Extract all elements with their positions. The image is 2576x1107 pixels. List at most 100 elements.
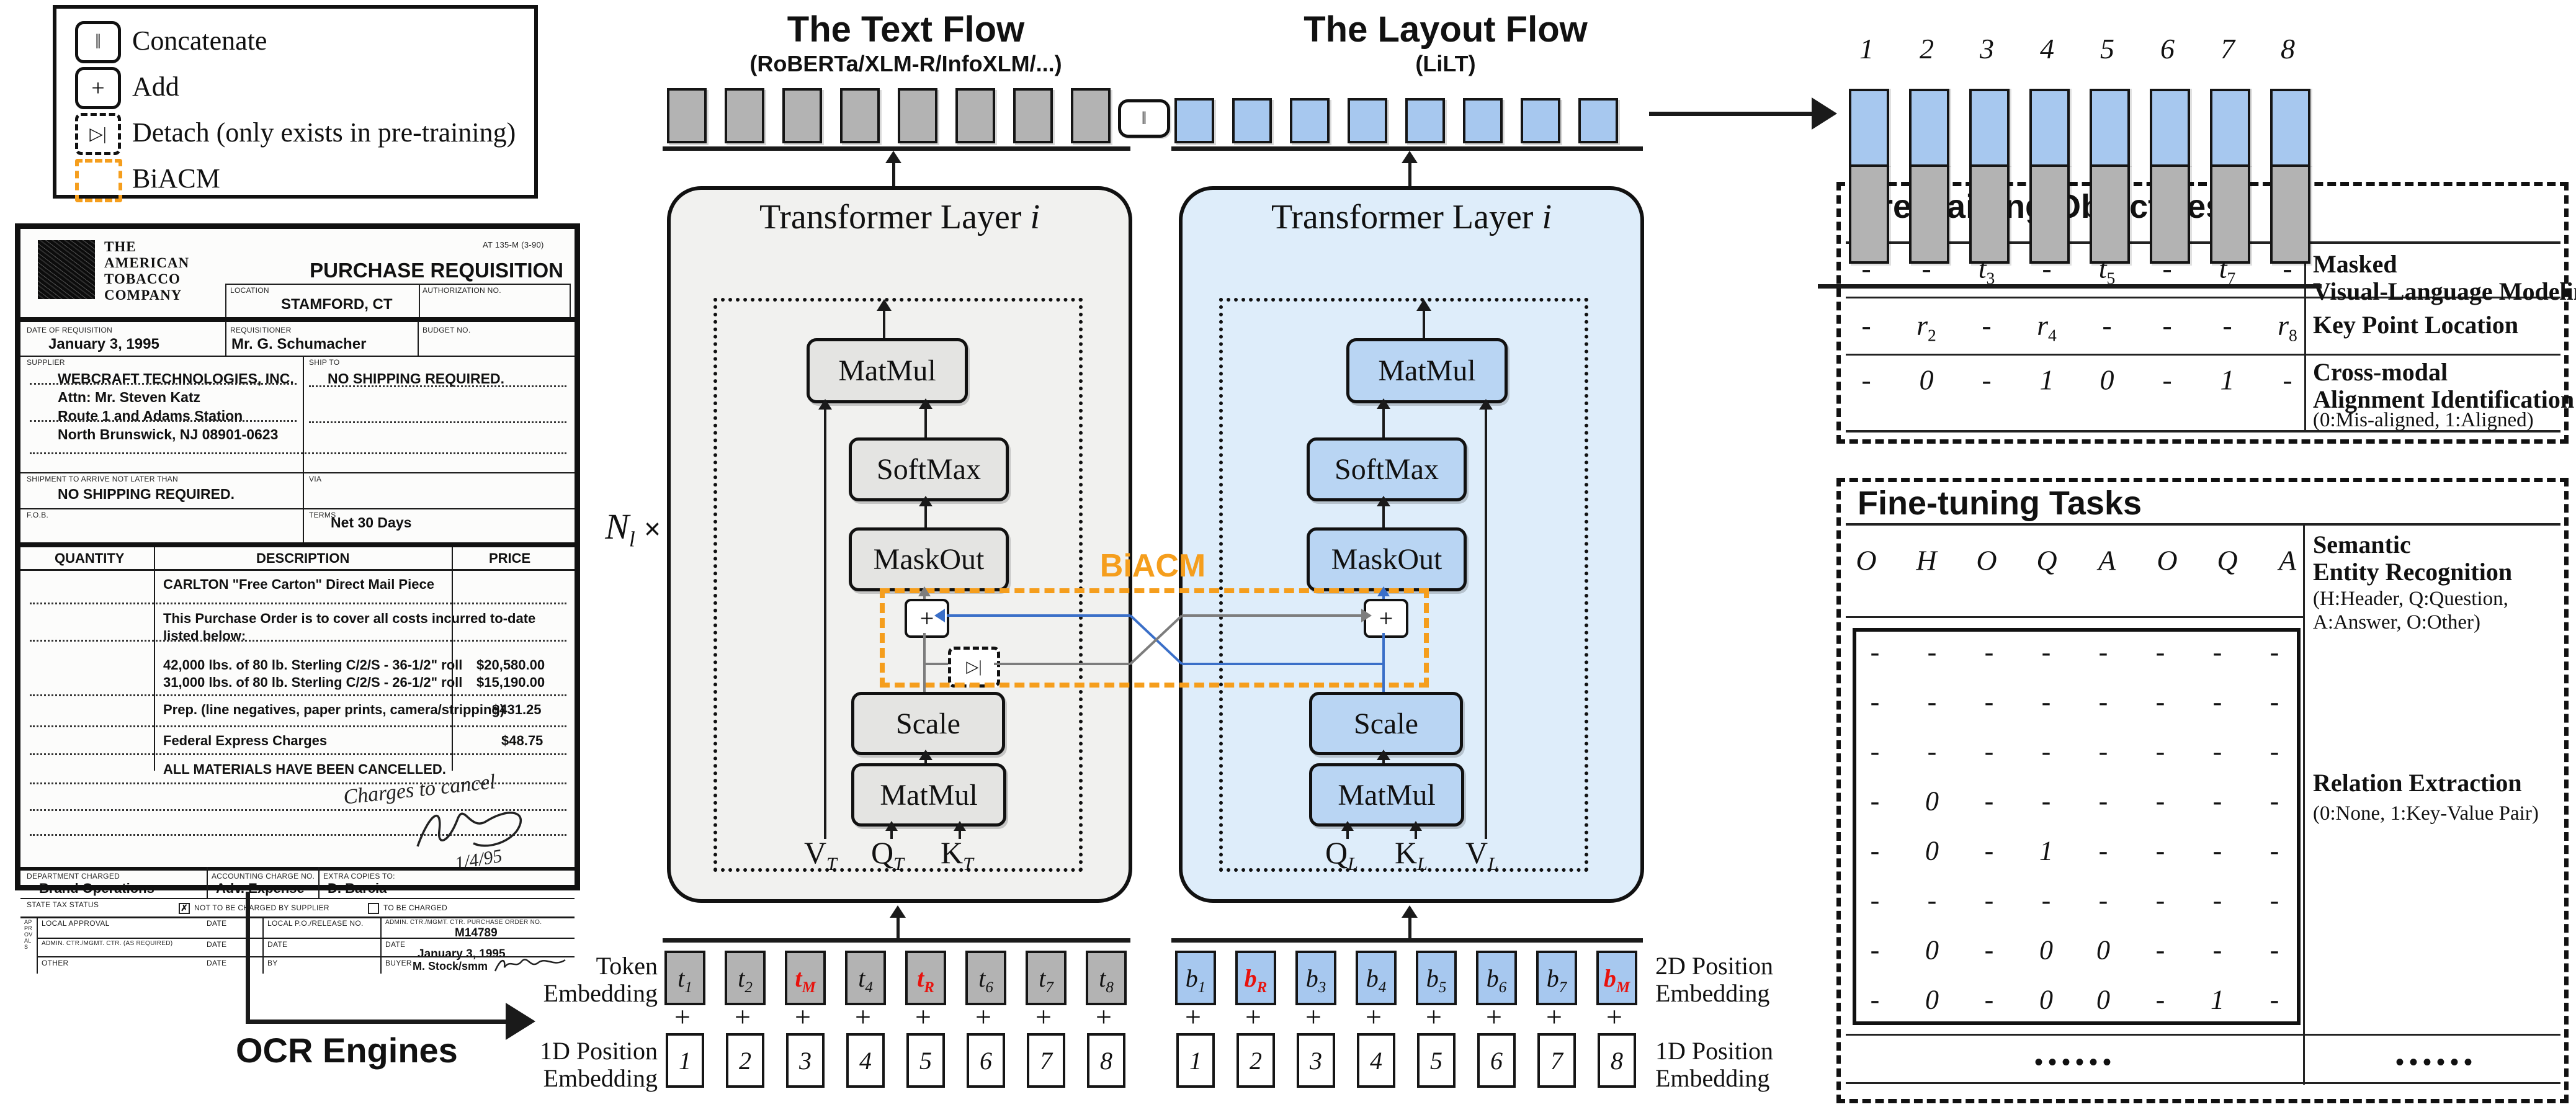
kpl-value: r4 bbox=[2037, 309, 2057, 345]
fob-label: F.O.B. bbox=[27, 511, 49, 519]
output-column-number: 4 bbox=[2040, 33, 2054, 65]
ser-value: O bbox=[1856, 544, 1877, 576]
cai-value: - bbox=[2283, 364, 2292, 396]
biacm-region bbox=[880, 588, 1429, 688]
layout-matmul-bottom-block: MatMul bbox=[1309, 763, 1464, 827]
mvlm-value: t5 bbox=[2098, 252, 2116, 288]
connector-line bbox=[924, 506, 927, 527]
shipto-label: SHIP TO bbox=[309, 358, 340, 367]
output-column-layout-seg bbox=[2150, 89, 2190, 167]
text-flow-output-bar bbox=[782, 88, 822, 143]
relation-matrix-cell: - bbox=[2270, 934, 2279, 966]
via-label: VIA bbox=[309, 475, 322, 483]
relation-matrix-cell: - bbox=[2098, 686, 2108, 717]
kpl-value: - bbox=[2162, 309, 2172, 341]
text-flow-output-bar bbox=[1071, 88, 1111, 143]
tax-checkbox-empty bbox=[368, 903, 379, 914]
arrowhead-up bbox=[877, 299, 892, 311]
connector-line bbox=[892, 163, 895, 186]
connector-line bbox=[994, 663, 1130, 665]
layout-flow-title: The Layout Flow bbox=[1304, 9, 1588, 50]
authorization-label: AUTHORIZATION NO. bbox=[423, 286, 501, 295]
text-matmul-top-block: MatMul bbox=[807, 338, 968, 403]
relation-matrix-cell: - bbox=[2212, 736, 2222, 767]
admin-label: ADMIN. CTR./MGMT. CTR. (AS REQUIRED) bbox=[42, 940, 173, 947]
connector-line bbox=[1171, 938, 1643, 943]
line-item-price: $431.25 bbox=[492, 702, 542, 717]
output-column-number: 8 bbox=[2281, 33, 2295, 65]
relation-matrix-cell: - bbox=[2270, 786, 2279, 817]
mvlm-value: - bbox=[1861, 252, 1871, 284]
relation-matrix-cell: 0 bbox=[1925, 934, 1939, 966]
arrowhead-up bbox=[1377, 750, 1390, 760]
output-column-number: 2 bbox=[1920, 33, 1934, 65]
relation-matrix-cell: - bbox=[1927, 885, 1937, 916]
embedding-plus: + bbox=[915, 1000, 931, 1033]
embedding-plus: + bbox=[1606, 1000, 1622, 1033]
date-col-label: DATE bbox=[207, 940, 227, 949]
text-flow-output-bar bbox=[840, 88, 880, 143]
tax-option2: TO BE CHARGED bbox=[383, 903, 448, 912]
connector-line bbox=[1408, 163, 1411, 186]
relation-matrix-cell: - bbox=[1870, 736, 1880, 767]
dept-label: DEPARTMENT CHARGED bbox=[27, 872, 120, 881]
pos2d-embedding-box: b7 bbox=[1536, 951, 1577, 1005]
pos1d-embedding-box: 1 bbox=[666, 1033, 704, 1088]
legend-item-label: Add bbox=[132, 71, 179, 102]
legend-item: ‖ Concatenate bbox=[56, 20, 534, 63]
relation-matrix-cell: - bbox=[1927, 686, 1937, 717]
buyer-signature bbox=[494, 959, 566, 972]
legend-item-label: Concatenate bbox=[132, 25, 267, 56]
cai-value: 1 bbox=[2039, 364, 2054, 396]
finetuning-title: Fine-tuning Tasks bbox=[1858, 485, 2142, 522]
kpl-value: r2 bbox=[1916, 309, 1936, 345]
line-item: 31,000 lbs. of 80 lb. Sterling C/2/S - 2… bbox=[163, 675, 463, 690]
output-column-text-seg bbox=[2270, 164, 2310, 264]
output-column-layout-seg bbox=[2090, 89, 2130, 167]
relation-matrix-box bbox=[1853, 628, 2301, 1025]
qty-header: QUANTITY bbox=[55, 550, 125, 566]
output-column-number: 7 bbox=[2220, 33, 2235, 65]
pos2d-embedding-box: b4 bbox=[1356, 951, 1397, 1005]
relation-matrix-cell: 0 bbox=[2039, 934, 2053, 966]
relation-matrix-cell: - bbox=[1984, 786, 1994, 817]
line-item: ALL MATERIALS HAVE BEEN CANCELLED. bbox=[163, 761, 446, 777]
output-column-layout-seg bbox=[2210, 89, 2250, 167]
arrowhead-left bbox=[934, 609, 946, 622]
mvlm-value: - bbox=[2042, 252, 2052, 284]
connector-line bbox=[923, 596, 926, 599]
legend-item: + Add bbox=[56, 66, 534, 109]
pos1d-embedding-box: 5 bbox=[906, 1033, 945, 1088]
connector-line bbox=[1408, 917, 1411, 938]
text-matmul-bottom-block: MatMul bbox=[851, 763, 1006, 827]
embedding-plus: + bbox=[1546, 1000, 1562, 1033]
output-column-text-seg bbox=[2029, 164, 2070, 264]
connector-line bbox=[1415, 830, 1417, 839]
layout-flow-subtitle: (LiLT) bbox=[1415, 51, 1476, 76]
kpl-label: Key Point Location bbox=[2313, 311, 2519, 339]
pos1d-embedding-box: 7 bbox=[1027, 1033, 1065, 1088]
supplier-line: Attn: Mr. Steven Katz bbox=[58, 389, 201, 405]
connector-line bbox=[896, 917, 900, 938]
pos2d-embedding-box: b1 bbox=[1175, 951, 1216, 1005]
relation-matrix-cell: - bbox=[2270, 984, 2279, 1015]
text-flow-output-bar bbox=[898, 88, 937, 143]
ser-note: (H:Header, Q:Question,A:Answer, O:Other) bbox=[2313, 588, 2508, 634]
arrowhead-up bbox=[818, 399, 832, 410]
output-column-text-seg bbox=[1849, 164, 1889, 264]
pos1d-embedding-box: 6 bbox=[967, 1033, 1005, 1088]
requisitioner-value: Mr. G. Schumacher bbox=[231, 336, 367, 352]
budget-label: BUDGET NO. bbox=[423, 326, 471, 334]
text-maskout-block: MaskOut bbox=[849, 527, 1009, 591]
kpl-value: - bbox=[2222, 309, 2232, 341]
relation-matrix-cell: - bbox=[2155, 736, 2165, 767]
text-flow-output-bar bbox=[725, 88, 764, 143]
ser-value: Q bbox=[2217, 544, 2238, 576]
by-label: BY bbox=[267, 959, 278, 967]
relation-matrix-cell: 1 bbox=[2211, 984, 2224, 1015]
mvlm-value: t7 bbox=[2219, 252, 2236, 288]
connector-line bbox=[1485, 410, 1487, 839]
ser-value: Q bbox=[2036, 544, 2057, 576]
